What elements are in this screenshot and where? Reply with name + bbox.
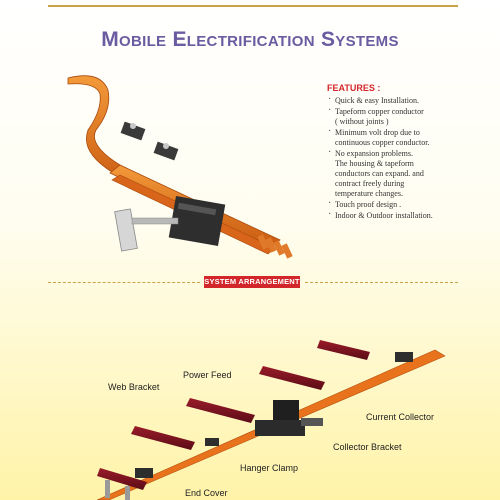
callout-hanger-clamp: Hanger Clamp	[240, 463, 299, 473]
feature-item: Minimum volt drop due to continuous copp…	[327, 127, 487, 148]
features-heading: FEATURES :	[327, 83, 381, 93]
section-divider-right	[305, 282, 458, 283]
feature-item: Indoor & Outdoor installation.	[327, 210, 487, 221]
feature-item: Touch proof design .	[327, 199, 487, 210]
callout-current-collector: Current Collector	[366, 412, 435, 422]
section-heading: SYSTEM ARRANGEMENT	[204, 276, 300, 288]
features-list: Quick & easy Installation. Tapeform copp…	[327, 95, 487, 221]
section-divider-left	[48, 282, 200, 283]
callout-collector-bracket: Collector Bracket	[333, 442, 402, 452]
feature-item: Tapeform copper conductor ( without join…	[327, 106, 487, 127]
feature-item: No expansion problems. The housing & tap…	[327, 148, 487, 199]
system-arrangement-diagram	[96, 340, 446, 500]
page-title: Mobile Electrification Systems	[101, 28, 399, 51]
callout-power-feed: Power Feed	[183, 370, 232, 380]
busbar-product-illustration	[67, 75, 293, 259]
callout-end-cover: End Cover	[185, 488, 228, 498]
callout-web-bracket: Web Bracket	[108, 382, 160, 392]
top-rule	[48, 5, 458, 7]
features-panel: FEATURES : Quick & easy Installation. Ta…	[327, 83, 487, 222]
feature-item: Quick & easy Installation.	[327, 95, 487, 106]
